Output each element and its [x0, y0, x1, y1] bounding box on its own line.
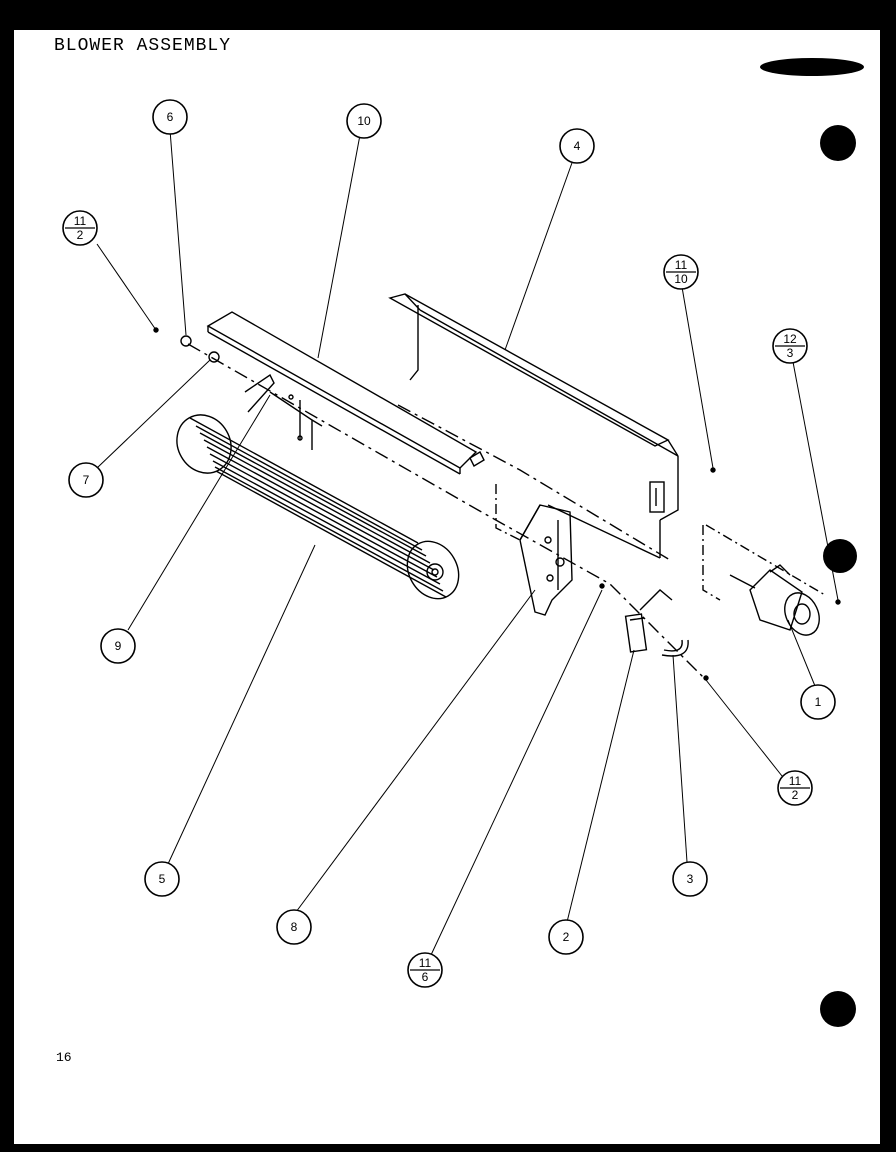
svg-text:5: 5	[159, 872, 166, 886]
blower-wheel-part	[176, 414, 460, 600]
callout-6: 6	[152, 99, 188, 135]
assembly-axis-line	[187, 343, 707, 681]
strap-part	[661, 639, 689, 657]
svg-text:2: 2	[77, 228, 84, 242]
callout-7: 7	[68, 462, 104, 498]
motor-bracket-part	[495, 484, 573, 616]
svg-text:11: 11	[419, 956, 432, 970]
svg-text:3: 3	[787, 346, 794, 360]
motor-part	[702, 524, 826, 636]
parts-sheet: BLOWER ASSEMBLY 16	[14, 30, 880, 1144]
page-title: BLOWER ASSEMBLY	[54, 36, 232, 56]
registration-hole-icon	[820, 991, 856, 1027]
callout-5: 5	[144, 861, 180, 897]
svg-text:2: 2	[563, 930, 570, 944]
callout-4: 4	[559, 128, 595, 164]
callout-11-10: 11 10	[663, 254, 699, 290]
svg-text:4: 4	[574, 139, 581, 153]
svg-text:9: 9	[115, 639, 122, 653]
svg-text:1: 1	[815, 695, 822, 709]
callout-10: 10	[346, 103, 382, 139]
callout-11-2-top: 11 2	[62, 210, 98, 246]
svg-text:6: 6	[422, 970, 429, 984]
blower-housing-part	[206, 311, 485, 475]
svg-text:11: 11	[789, 774, 802, 788]
scan-smudge-icon	[760, 58, 864, 76]
leader-lines	[96, 129, 839, 956]
registration-hole-icon	[820, 125, 856, 161]
callout-9: 9	[100, 628, 136, 664]
svg-text:3: 3	[687, 872, 694, 886]
svg-text:7: 7	[83, 473, 90, 487]
svg-text:6: 6	[167, 110, 174, 124]
registration-hole-icon	[823, 539, 857, 573]
svg-text:8: 8	[291, 920, 298, 934]
svg-text:2: 2	[792, 788, 799, 802]
hardware-parts	[153, 327, 841, 681]
callout-8: 8	[276, 909, 312, 945]
svg-text:11: 11	[675, 258, 688, 272]
callout-2: 2	[548, 919, 584, 955]
svg-text:10: 10	[357, 114, 371, 128]
callout-11-6: 11 6	[407, 952, 443, 988]
callout-12-3: 12 3	[772, 328, 808, 364]
callout-11-2-right: 11 2	[777, 770, 813, 806]
svg-text:12: 12	[783, 332, 797, 346]
capacitor-part	[624, 589, 673, 653]
svg-text:11: 11	[74, 214, 87, 228]
callout-3: 3	[672, 861, 708, 897]
page-number: 16	[56, 1050, 72, 1065]
callout-1: 1	[800, 684, 836, 720]
scroll-part	[388, 293, 679, 561]
svg-text:10: 10	[674, 272, 688, 286]
